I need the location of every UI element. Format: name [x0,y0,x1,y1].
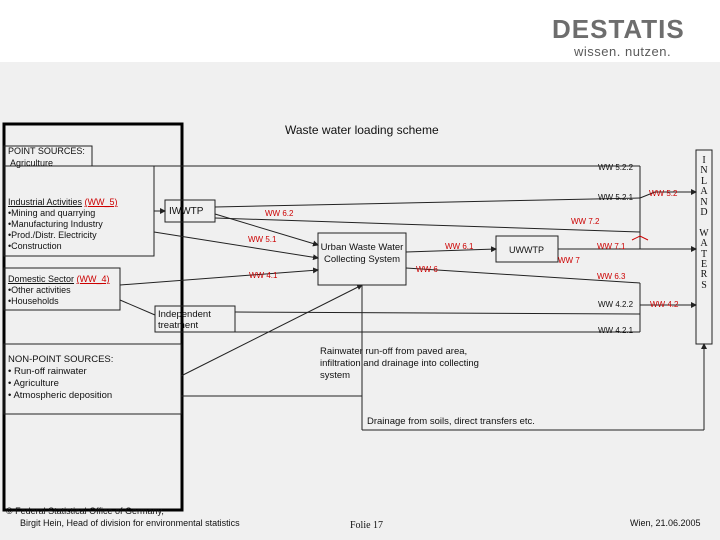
flow-label-ww51: WW 5.1 [248,235,277,244]
flow-ww422 [234,311,641,315]
non-point-item: • Run-off rainwater [8,366,87,377]
point-sources-frame [2,122,184,512]
rainwater-text: system [320,370,351,381]
flow-label-ww61: WW 6.1 [445,242,474,251]
bracket-ww52 [639,166,696,232]
independent-label: Independent treatment [158,309,211,331]
destatis-logo: DESTATIS wissen. nutzen. [552,14,702,59]
flow-label-ww62: WW 6.2 [265,209,294,218]
flow-label-ww41: WW 4.1 [249,271,278,280]
flow-label-ww72: WW 7.2 [571,217,600,226]
industrial-item: •Manufacturing Industry [8,219,103,229]
non-point-item: • Atmospheric deposition [8,390,113,401]
scheme-title: Waste water loading scheme [285,123,439,137]
uwwtp-label: UWWTP [509,245,544,255]
industrial-item: •Mining and quarrying [8,208,96,218]
flow-ww72 [214,217,641,233]
header [0,0,720,62]
flow-label-ww63: WW 6.3 [597,272,626,281]
domestic-item: •Households [8,296,59,306]
footer-author: Birgit Hein, Head of division for enviro… [20,518,240,528]
flow-rainwater [180,284,363,377]
inland-waters-letter: I [702,155,706,166]
flow-label-ww521: WW 5.2.1 [598,193,634,202]
flow-label-ww6: WW 6 [416,265,438,274]
inland-waters-letter: W [699,227,709,239]
footer-folie: Folie 17 [350,520,384,531]
inland-waters-label: I N L A N D W A T E R S [697,155,711,291]
non-point-item: • Agriculture [8,378,59,389]
flow-ww61 [405,246,497,253]
inland-waters-letter: N [700,196,708,208]
rainwater-text: Rainwater run-off from paved area, [320,346,468,357]
inland-waters-letter: L [700,175,708,187]
inland-waters-letter: A [700,238,708,250]
iwwtp-label: IWWTP [169,206,204,217]
domestic-code: (WW_4) [76,274,110,284]
red-tick [631,235,649,241]
inland-waters-letter: N [700,165,708,177]
flow-ww41 [119,267,319,286]
domestic-heading-text: Domestic Sector [8,274,75,284]
logo-word: DESTATIS [552,14,685,44]
industrial-item: •Prod./Distr. Electricity [8,230,97,240]
flow-ww521 [214,197,641,208]
collecting-label: Urban Waste Water Collecting System [320,242,404,265]
non-point-heading: NON-POINT SOURCES: [8,354,114,365]
inland-waters-letter: D [700,207,708,219]
domestic-item: •Other activities [8,285,71,295]
inland-waters-letter: S [701,279,707,291]
flow-label-ww421: WW 4.2.1 [598,326,634,335]
inland-waters-letter: E [700,259,708,271]
point-sources-heading: POINT SOURCES: [8,146,85,156]
flow-label-ww71: WW 7.1 [597,242,626,251]
flow-ww63 [405,267,641,284]
inland-waters-letter: A [700,186,708,198]
flow-ww51 [153,231,319,261]
industrial-code: (WW_5) [84,197,118,207]
inland-waters-letter: T [700,248,708,260]
industrial-item: •Construction [8,241,62,251]
industrial-heading-text: Industrial Activities [8,197,83,207]
domestic-heading: Domestic Sector (WW_4) [8,274,110,284]
flow-label-ww422: WW 4.2.2 [598,300,634,309]
bracket-ww42 [639,283,696,332]
non-point-box [3,343,182,415]
logo-tagline: wissen. nutzen. [574,44,672,59]
flow-label-ww42: WW 4.2 [650,300,679,309]
flow-label-ww52: WW 5.2 [649,189,678,198]
footer-copyright: © Federal Statistical Office of Germany, [6,506,164,516]
industrial-heading: Industrial Activities (WW_5) [8,197,118,207]
rainwater-text: infiltration and drainage into collectin… [320,358,479,369]
domestic-box [3,267,121,311]
footer-date: Wien, 21.06.2005 [630,518,701,528]
flow-ww62 [214,213,319,247]
drainage-text: Drainage from soils, direct transfers et… [367,416,535,427]
flow-label-ww7: WW 7 [558,256,580,265]
bracket-ww7 [639,232,697,252]
flow-label-ww522: WW 5.2.2 [598,163,634,172]
inland-waters-letter: R [700,269,708,281]
flow-dom-indep [119,299,156,316]
agriculture-label: Agriculture [10,158,54,168]
